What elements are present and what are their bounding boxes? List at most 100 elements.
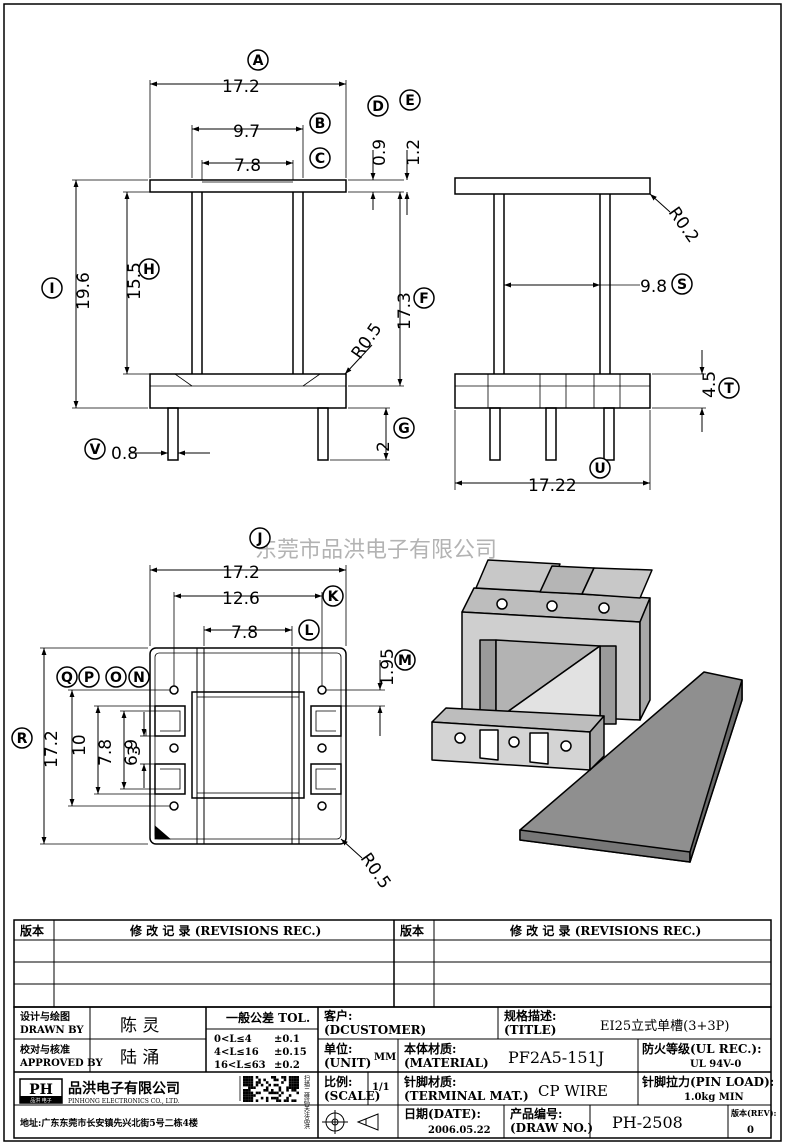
bubble-o-letter: O <box>110 670 122 686</box>
pinload-value: 1.0kg MIN <box>684 1092 744 1103</box>
bubble-j-letter: J <box>256 531 262 547</box>
sheet-border <box>3 3 782 1142</box>
bubble-o: O <box>105 666 127 688</box>
dim-m-value: 1.95 <box>378 648 398 686</box>
dim-i-value: 19.6 <box>74 272 94 310</box>
approver-label-en: APPROVED BY <box>19 1058 103 1069</box>
designer-label-en: DRAWN BY <box>20 1025 84 1036</box>
plan-slot-right-top <box>310 705 342 737</box>
title-label-en: (TITLE) <box>504 1023 556 1037</box>
bubble-r-letter: R <box>17 731 28 747</box>
dim-e-value: 1.2 <box>404 139 424 166</box>
bubble-m-letter: M <box>398 653 412 669</box>
material-label-en: (MATERIAL) <box>404 1056 489 1070</box>
bubble-s: S <box>671 273 693 295</box>
bubble-s-letter: S <box>677 277 687 293</box>
tol-range-1: 0<L≤4 <box>214 1034 252 1045</box>
plan-radius-label: R0.5 <box>356 849 395 892</box>
side-pin-3 <box>603 407 615 461</box>
bubble-e: E <box>399 89 421 111</box>
bubble-v-letter: V <box>90 442 101 458</box>
bubble-f-letter: F <box>419 291 429 307</box>
bubble-g: G <box>393 417 415 439</box>
bubble-n: N <box>128 666 150 688</box>
terminal-value: CP WIRE <box>538 1082 608 1100</box>
bubble-u-letter: U <box>594 461 605 477</box>
projection-symbol <box>322 1110 379 1134</box>
dim-r-value: 17.2 <box>42 730 62 768</box>
bubble-v: V <box>84 438 106 460</box>
dim-u-value: 17.22 <box>528 476 577 496</box>
dim-d-value: 0.9 <box>370 139 390 166</box>
bubble-d-letter: D <box>372 99 384 115</box>
bubble-b: B <box>309 112 331 134</box>
title-value: EI25立式单槽(3+3P) <box>600 1019 730 1034</box>
dim-v-value: 0.8 <box>111 444 138 464</box>
rev-col-version-right: 版本 <box>400 923 424 938</box>
bubble-l: L <box>298 619 320 641</box>
plan-pin-hole-l3 <box>169 801 179 811</box>
side-top-flange <box>454 177 651 195</box>
tol-value-1: ±0.1 <box>274 1034 300 1045</box>
unit-value: MM <box>374 1052 396 1063</box>
material-label-cn: 本体材质: <box>404 1041 456 1056</box>
title-block-grid <box>13 1006 772 1139</box>
customer-label-en: (DCUSTOMER) <box>324 1023 426 1037</box>
dim-s-value: 9.8 <box>640 277 667 297</box>
bubble-q: Q <box>56 666 78 688</box>
bubble-a: A <box>247 49 269 71</box>
approver-label-cn: 校对与核准 <box>20 1043 70 1056</box>
rev-col-record-right: 修 改 记 录 (REVISIONS REC.) <box>509 923 701 938</box>
unit-label-cn: 单位: <box>324 1041 352 1056</box>
drawno-label-cn: 产品编号: <box>510 1106 562 1121</box>
front-pin-right <box>317 407 329 461</box>
bubble-r: R <box>11 727 33 749</box>
dim-a-value: 17.2 <box>222 77 260 97</box>
front-radius-label: R0.5 <box>348 320 387 363</box>
plan-window <box>191 691 305 799</box>
bubble-h-letter: H <box>143 262 155 278</box>
side-view-labels: 9.8 4.5 17.22 R0.2 <box>528 203 720 496</box>
dim-b-value: 9.7 <box>233 122 260 142</box>
dim-k-value: 12.6 <box>222 589 260 609</box>
dim-q-value: 10 <box>70 734 90 756</box>
date-label: 日期(DATE): <box>404 1106 481 1121</box>
tol-value-2: ±0.15 <box>274 1047 307 1058</box>
bubble-l-letter: L <box>305 623 314 639</box>
bubble-n-letter: N <box>133 670 145 686</box>
bubble-j: J <box>249 527 271 549</box>
title-label-cn: 规格描述: <box>504 1008 556 1023</box>
terminal-label-cn: 针脚材质: <box>404 1074 456 1089</box>
bubble-p-letter: P <box>84 670 94 686</box>
dim-t-value: 4.5 <box>700 371 720 398</box>
plan-view-labels: 17.2 12.6 7.8 1.95 17.2 10 7.8 6.9 3 R0.… <box>42 563 398 893</box>
front-top-flange <box>149 179 347 193</box>
logo-sub: 品洪 电子 <box>30 1097 52 1104</box>
company-address: 地址:广东东莞市长安镇先兴北街5号二栋4楼 <box>20 1117 198 1129</box>
dim-j-value: 17.2 <box>222 563 260 583</box>
bubble-t: T <box>718 377 740 399</box>
pinload-label: 针脚拉力(PIN LOAD): <box>642 1074 774 1089</box>
dim-n-value: 3 <box>125 745 145 756</box>
drawno-value: PH-2508 <box>612 1113 683 1132</box>
bubble-k: K <box>322 585 344 607</box>
bubble-q-letter: Q <box>61 670 73 686</box>
scale-label-en: (SCALE) <box>324 1089 380 1103</box>
fire-value: UL 94V-0 <box>690 1059 741 1070</box>
tol-range-3: 16<L≤63 <box>214 1060 266 1071</box>
unit-label-en: (UNIT) <box>324 1056 371 1070</box>
bubble-i: I <box>41 277 63 299</box>
tol-title: 一般公差 TOL. <box>226 1010 310 1025</box>
logo-text: PH <box>29 1082 53 1098</box>
bubble-p: P <box>78 666 100 688</box>
dim-o-value: 6.9 <box>122 739 142 766</box>
company-logo: PH 品洪 电子 <box>19 1078 63 1104</box>
revisions-header: 版本 修 改 记 录 (REVISIONS REC.) 版本 修 改 记 录 (… <box>20 923 701 938</box>
plan-slot-left-top <box>154 705 186 737</box>
dim-f-value: 17.3 <box>395 292 415 330</box>
material-value: PF2A5-151J <box>508 1048 604 1067</box>
dim-c-value: 7.8 <box>234 156 261 176</box>
customer-label-cn: 客户: <box>323 1008 352 1023</box>
